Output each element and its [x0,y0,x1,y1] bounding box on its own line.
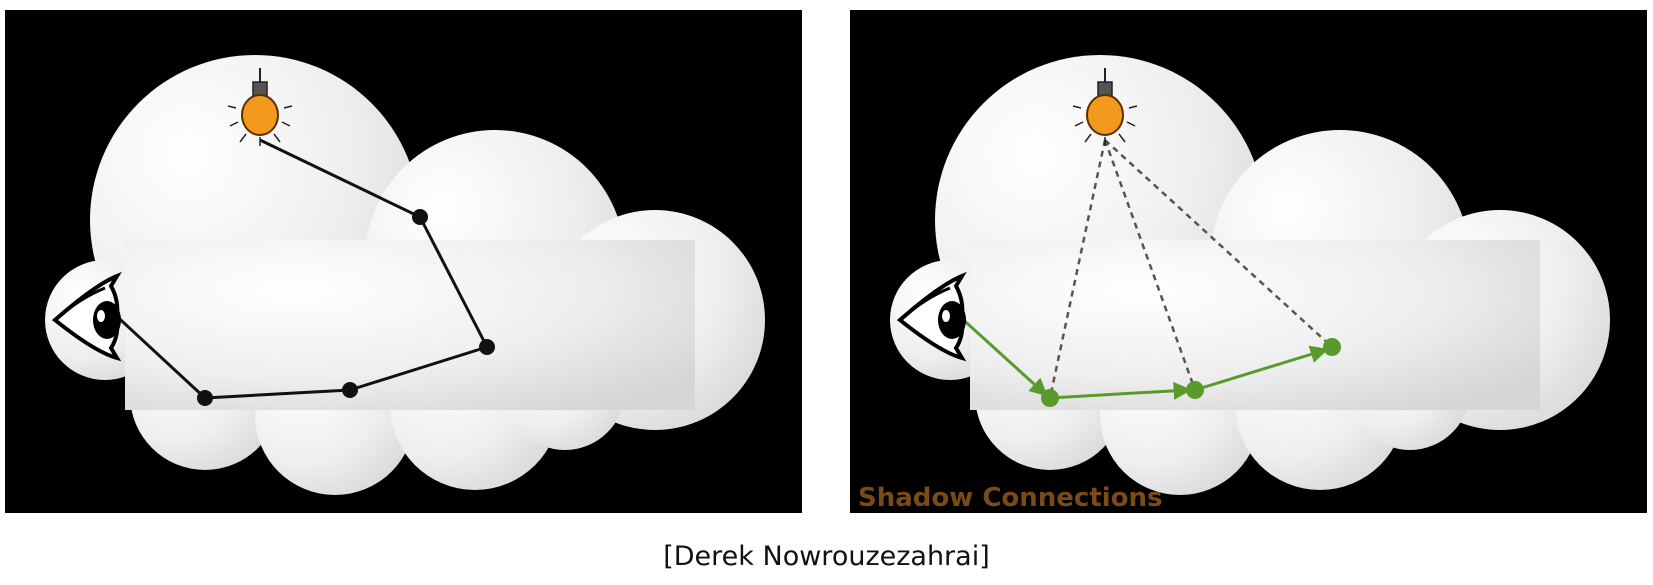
right-panel-shadow-diagram: Shadow Connections [850,10,1647,513]
green-path [956,313,1329,400]
path-vertex [1323,338,1341,356]
path-segment [1049,381,1192,400]
path-segment [204,388,351,400]
image-credit: [Derek Nowrouzezahrai] [663,541,990,572]
cloud-shape [45,55,765,495]
path-segment [108,308,207,400]
light-bulb-icon [1072,68,1138,146]
shadow-diagram-svg [890,55,1610,495]
path-vertex [342,382,358,398]
path-segment [259,138,421,219]
shadow-ray [1104,139,1333,348]
path-vertex [412,209,428,225]
light-path [108,138,489,400]
path-diagram-svg [45,55,765,495]
cloud-shape [890,55,1610,495]
path-vertex [1186,381,1204,399]
path-segment [349,345,488,392]
path-segment [956,313,1048,397]
path-vertices [197,209,495,406]
light-bulb-icon [227,68,293,146]
path-vertex [479,339,495,355]
path-vertex [197,390,213,406]
path-segment [1194,345,1329,392]
eye-icon [896,271,967,362]
eye-icon [51,271,122,362]
path-vertex [1041,389,1059,407]
path-segment [418,216,489,348]
shadow-ray [1103,139,1197,391]
panel-caption: Shadow Connections [858,483,1163,513]
green-vertices [1041,338,1341,407]
left-panel-path-diagram [5,10,802,513]
shadow-rays [1048,139,1333,399]
